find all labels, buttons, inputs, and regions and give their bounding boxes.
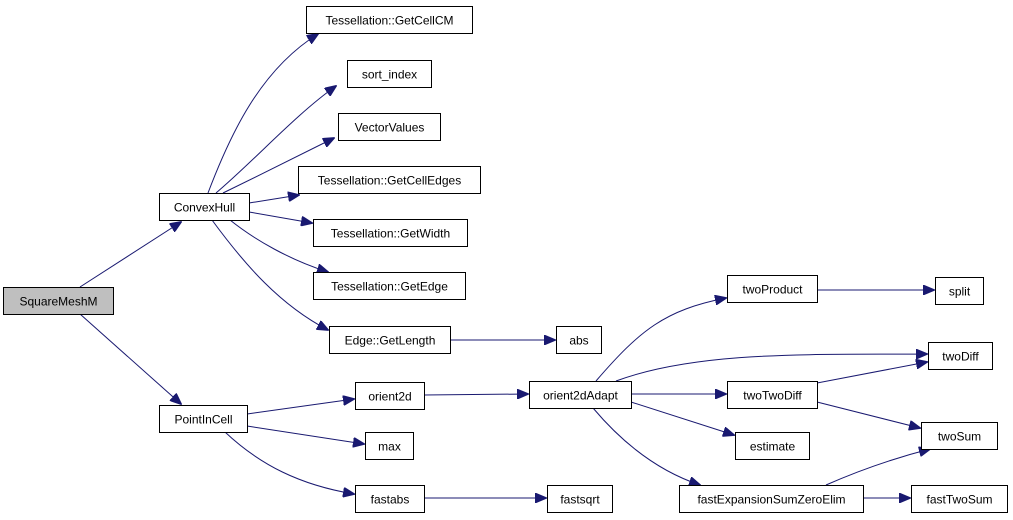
node-label-squaremeshm: SquareMeshM xyxy=(19,295,97,309)
edge-convexhull-to-sort_index xyxy=(215,86,336,194)
node-label-twodiff: twoDiff xyxy=(942,350,979,364)
edge-convexhull-to-getlength xyxy=(211,219,328,330)
node-getwidth[interactable]: Tessellation::GetWidth xyxy=(313,219,468,247)
edge-pointincell-to-max xyxy=(246,425,364,444)
node-box-fasttwosum xyxy=(911,485,1008,513)
edge-convexhull-to-vectorvalues xyxy=(222,138,334,194)
node-getedge[interactable]: Tessellation::GetEdge xyxy=(313,272,466,300)
node-box-getwidth xyxy=(313,219,468,247)
edge-convexhull-to-getedge xyxy=(229,219,328,272)
node-box-getcelledges xyxy=(298,166,481,194)
node-twosum[interactable]: twoSum xyxy=(921,422,998,450)
node-label-vectorvalues: VectorValues xyxy=(355,121,425,135)
edge-twotwodiff-to-twodiff xyxy=(816,362,927,384)
node-box-fastsqrt xyxy=(547,485,613,513)
node-label-getwidth: Tessellation::GetWidth xyxy=(331,227,450,241)
node-label-fastexpansion: fastExpansionSumZeroElim xyxy=(697,493,845,507)
node-label-convexhull: ConvexHull xyxy=(174,201,235,215)
node-label-estimate: estimate xyxy=(750,440,796,454)
node-max[interactable]: max xyxy=(365,432,414,460)
node-box-twoproduct xyxy=(727,275,818,303)
node-box-getcellcm xyxy=(306,6,473,34)
node-orient2dadapt[interactable]: orient2dAdapt xyxy=(529,381,632,409)
node-label-pointincell: PointInCell xyxy=(174,413,232,427)
node-box-fastexpansion xyxy=(679,485,864,513)
node-box-twotwodiff xyxy=(727,381,818,409)
edge-convexhull-to-getcelledges xyxy=(248,195,299,204)
edge-twotwodiff-to-twosum xyxy=(816,401,920,428)
node-label-twotwodiff: twoTwoDiff xyxy=(743,389,802,403)
node-getlength[interactable]: Edge::GetLength xyxy=(329,326,451,354)
node-twoproduct[interactable]: twoProduct xyxy=(727,275,818,303)
edges-layer xyxy=(79,34,934,498)
node-label-max: max xyxy=(378,440,401,454)
node-label-twosum: twoSum xyxy=(938,430,981,444)
node-box-pointincell xyxy=(159,405,248,433)
edge-orient2dadapt-to-twoproduct xyxy=(595,298,726,382)
edge-convexhull-to-getwidth xyxy=(248,211,312,223)
node-box-convexhull xyxy=(159,193,250,221)
node-box-orient2dadapt xyxy=(529,381,632,409)
node-squaremeshm[interactable]: SquareMeshM xyxy=(3,287,114,315)
node-convexhull[interactable]: ConvexHull xyxy=(159,193,250,221)
node-twotwodiff[interactable]: twoTwoDiff xyxy=(727,381,818,409)
edge-orient2dadapt-to-twodiff xyxy=(615,354,927,382)
node-twodiff[interactable]: twoDiff xyxy=(928,342,993,370)
node-label-getedge: Tessellation::GetEdge xyxy=(331,280,448,294)
node-label-sort_index: sort_index xyxy=(362,68,417,82)
edge-convexhull-to-getcellcm xyxy=(207,34,318,194)
node-box-sort_index xyxy=(347,60,432,88)
node-fasttwosum[interactable]: fastTwoSum xyxy=(911,485,1008,513)
node-label-twoproduct: twoProduct xyxy=(742,283,803,297)
node-orient2d[interactable]: orient2d xyxy=(355,382,425,410)
edge-fastexpansion-to-twosum xyxy=(825,449,930,486)
node-pointincell[interactable]: PointInCell xyxy=(159,405,248,433)
edge-pointincell-to-fastabs xyxy=(224,431,354,494)
edge-orient2d-to-orient2dadapt xyxy=(423,394,528,395)
node-box-split xyxy=(935,277,984,305)
edge-pointincell-to-orient2d xyxy=(246,399,354,415)
node-box-getedge xyxy=(313,272,466,300)
node-label-orient2dadapt: orient2dAdapt xyxy=(543,389,618,403)
edge-squaremeshm-to-pointincell xyxy=(79,313,181,404)
node-label-getcellcm: Tessellation::GetCellCM xyxy=(325,14,453,28)
edge-squaremeshm-to-convexhull xyxy=(79,222,181,288)
node-getcelledges[interactable]: Tessellation::GetCellEdges xyxy=(298,166,481,194)
node-label-split: split xyxy=(949,285,971,299)
node-label-fastabs: fastabs xyxy=(371,493,410,507)
node-box-getlength xyxy=(329,326,451,354)
node-fastsqrt[interactable]: fastsqrt xyxy=(547,485,613,513)
edge-orient2dadapt-to-estimate xyxy=(630,401,734,435)
node-box-estimate xyxy=(735,432,810,460)
node-box-squaremeshm xyxy=(3,287,114,315)
node-split[interactable]: split xyxy=(935,277,984,305)
node-estimate[interactable]: estimate xyxy=(735,432,810,460)
node-getcellcm[interactable]: Tessellation::GetCellCM xyxy=(306,6,473,34)
node-box-fastabs xyxy=(355,485,425,513)
node-fastexpansion[interactable]: fastExpansionSumZeroElim xyxy=(679,485,864,513)
node-label-fastsqrt: fastsqrt xyxy=(560,493,600,507)
node-box-max xyxy=(365,432,414,460)
node-box-vectorvalues xyxy=(338,113,441,141)
node-vectorvalues[interactable]: VectorValues xyxy=(338,113,441,141)
node-label-orient2d: orient2d xyxy=(368,390,411,404)
edge-orient2dadapt-to-fastexpansion xyxy=(592,407,700,485)
node-box-twodiff xyxy=(928,342,993,370)
node-box-abs xyxy=(556,326,602,354)
node-box-orient2d xyxy=(355,382,425,410)
node-label-fasttwosum: fastTwoSum xyxy=(926,493,992,507)
node-label-getcelledges: Tessellation::GetCellEdges xyxy=(318,174,461,188)
node-label-getlength: Edge::GetLength xyxy=(345,334,436,348)
node-sort_index[interactable]: sort_index xyxy=(347,60,432,88)
node-label-abs: abs xyxy=(569,334,588,348)
node-box-twosum xyxy=(921,422,998,450)
node-abs[interactable]: abs xyxy=(556,326,602,354)
node-fastabs[interactable]: fastabs xyxy=(355,485,425,513)
